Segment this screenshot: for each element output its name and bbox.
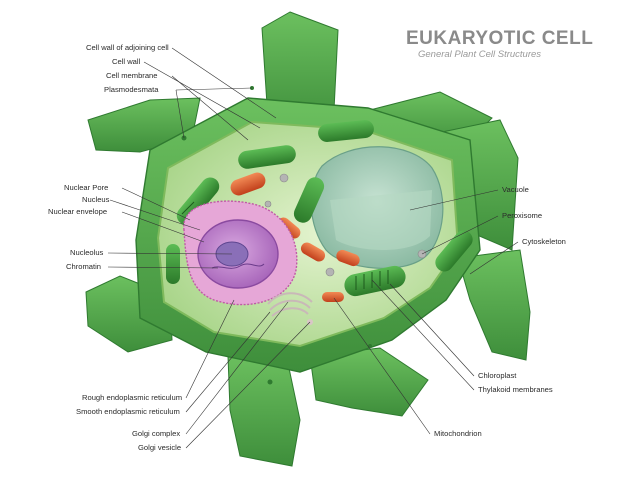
label-smooth-er: Smooth endoplasmic reticulum — [76, 407, 180, 416]
chromatin — [211, 263, 265, 269]
label-cell-wall-adjoining: Cell wall of adjoining cell — [86, 43, 169, 52]
label-nucleus: Nucleus — [82, 195, 110, 204]
label-mitochondrion: Mitochondrion — [434, 429, 482, 438]
label-nuclear-pore: Nuclear Pore — [64, 183, 108, 192]
diagram-title: EUKARYOTIC CELL — [406, 28, 593, 49]
label-chromatin: Chromatin — [66, 262, 101, 271]
label-golgi-complex: Golgi complex — [132, 429, 180, 438]
label-nuclear-envelope: Nuclear envelope — [48, 207, 107, 216]
golgi-complex — [267, 292, 313, 317]
label-nucleolus: Nucleolus — [70, 248, 104, 257]
label-vacuole: Vacuole — [502, 185, 529, 194]
label-chloroplast: Chloroplast — [478, 371, 517, 380]
label-cell-wall: Cell wall — [112, 57, 141, 66]
label-plasmodesmata: Plasmodesmata — [104, 85, 159, 94]
vacuole-highlight — [330, 190, 432, 250]
label-thylakoid: Thylakoid membranes — [478, 385, 553, 394]
label-golgi-vesicle: Golgi vesicle — [138, 443, 181, 452]
diagram-subtitle: General Plant Cell Structures — [418, 49, 541, 60]
labels: Cell wall of adjoining cell Cell wall Ce… — [48, 43, 566, 452]
label-rough-er: Rough endoplasmic reticulum — [82, 393, 182, 402]
label-cell-membrane: Cell membrane — [106, 71, 158, 80]
label-cytoskeleton: Cytoskeleton — [522, 237, 566, 246]
leader-lines — [107, 47, 519, 449]
chloroplasts — [166, 120, 473, 297]
label-peroxisome: Peroxisome — [502, 211, 542, 220]
